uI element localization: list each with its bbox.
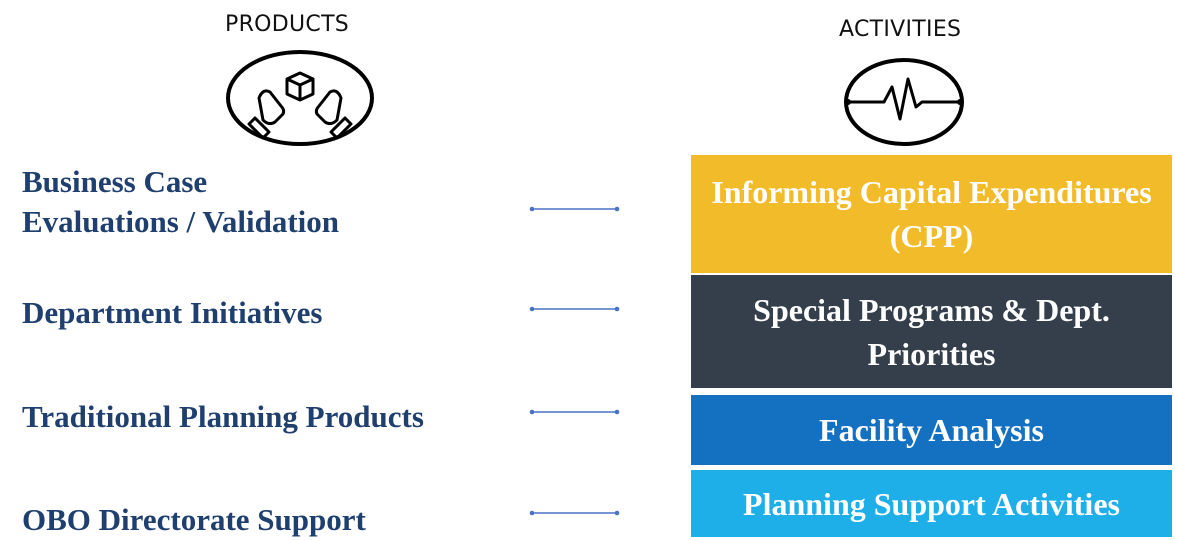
activity-informing-capital: Informing Capital Expenditures (CPP) bbox=[691, 155, 1172, 273]
product-obo-directorate: OBO Directorate Support bbox=[22, 500, 366, 540]
hands-holding-box-icon bbox=[226, 50, 374, 146]
product-label-line2: Evaluations / Validation bbox=[22, 204, 340, 239]
activity-label: Informing Capital Expenditures (CPP) bbox=[711, 174, 1152, 254]
activity-label: Special Programs & Dept. Priorities bbox=[753, 291, 1110, 372]
connector-line-2 bbox=[529, 409, 620, 415]
activity-planning-support: Planning Support Activities bbox=[691, 470, 1172, 537]
product-label: Traditional Planning Products bbox=[22, 399, 424, 434]
product-label: OBO Directorate Support bbox=[22, 502, 366, 537]
activity-label: Planning Support Activities bbox=[743, 485, 1120, 522]
activity-label: Facility Analysis bbox=[819, 412, 1044, 448]
activity-facility-analysis: Facility Analysis bbox=[691, 395, 1172, 465]
product-department-initiatives: Department Initiatives bbox=[22, 293, 322, 333]
products-header: PRODUCTS bbox=[225, 12, 350, 37]
connector-line-1 bbox=[529, 306, 620, 312]
product-business-case: Business Case Evaluations / Validation bbox=[22, 162, 339, 242]
connector-line-0 bbox=[529, 206, 620, 212]
activity-special-programs: Special Programs & Dept. Priorities bbox=[691, 275, 1172, 388]
product-label-line1: Business Case bbox=[22, 164, 208, 199]
product-label: Department Initiatives bbox=[22, 295, 323, 330]
activities-header: ACTIVITIES bbox=[839, 17, 962, 42]
heartbeat-pulse-icon bbox=[844, 58, 964, 146]
connector-line-3 bbox=[529, 510, 620, 516]
product-traditional-planning: Traditional Planning Products bbox=[22, 397, 424, 437]
